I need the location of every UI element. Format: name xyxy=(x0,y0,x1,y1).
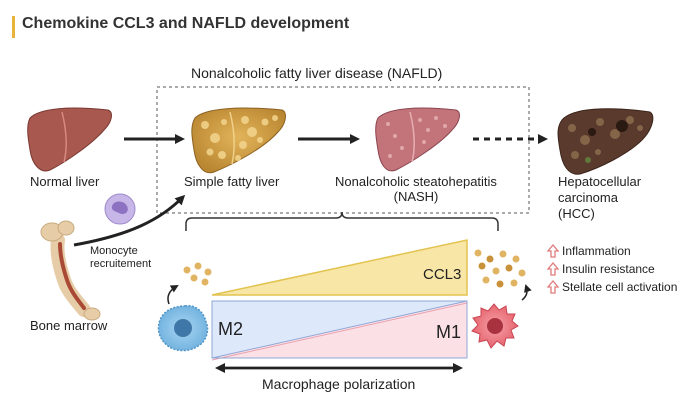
monocyte-label-line2: recruitement xyxy=(90,258,152,270)
polarization-label: Macrophage polarization xyxy=(262,376,416,392)
nash-label-line1: Nonalcoholic steatohepatitis xyxy=(335,174,497,189)
hcc-label-line3: (HCC) xyxy=(558,206,595,221)
hcc-label: Hepatocellular carcinoma (HCC) xyxy=(558,174,641,222)
normal-liver-label: Normal liver xyxy=(30,174,100,189)
normal-liver-icon xyxy=(27,107,112,172)
nash-label: Nonalcoholic steatohepatitis (NASH) xyxy=(326,174,506,204)
m2-label: M2 xyxy=(218,319,244,339)
effect-arrow-icons xyxy=(546,243,560,294)
bracket xyxy=(185,211,499,231)
fatty-liver-label: Simple fatty liver xyxy=(184,174,280,189)
fatty-liver-icon xyxy=(191,107,286,174)
bone-marrow-label: Bone marrow xyxy=(30,318,108,333)
up-arrow-icon xyxy=(546,261,560,276)
figure-title: Chemokine CCL3 and NAFLD development xyxy=(22,15,350,32)
monocyte-recruitment-arrow xyxy=(73,194,186,247)
hcc-label-line2: carcinoma xyxy=(558,190,618,205)
title-accent-bar xyxy=(12,16,15,38)
up-arrow-icon xyxy=(546,243,560,258)
monocyte-icon xyxy=(104,193,136,225)
m2-secretion-arrow xyxy=(167,285,179,305)
hcc-liver-icon xyxy=(557,108,654,175)
nash-liver-icon xyxy=(375,107,460,172)
monocyte-label: Monocyte recruitement xyxy=(90,245,151,271)
effect-stellate-activation: Stellate cell activation xyxy=(562,280,678,294)
monocyte-label-line1: Monocyte xyxy=(90,245,138,257)
effect-inflammation: Inflammation xyxy=(562,244,631,258)
ccl3-label: CCL3 xyxy=(423,266,462,283)
nash-label-line2: (NASH) xyxy=(393,189,439,204)
ccl3-dots-left xyxy=(183,262,212,286)
effect-insulin-resistance: Insulin resistance xyxy=(562,262,655,276)
m1-macrophage-icon xyxy=(471,303,519,349)
m1-secretion-arrow xyxy=(521,284,532,301)
ccl3-dots-right xyxy=(474,249,526,288)
m1-label: M1 xyxy=(436,322,462,342)
ccl3-gradient-wedge xyxy=(211,239,468,296)
bone-marrow-icon xyxy=(40,220,101,321)
up-arrow-icon xyxy=(546,279,560,294)
m2-macrophage-icon xyxy=(157,304,209,352)
nafld-dashed-box xyxy=(156,86,530,214)
nafld-label: Nonalcoholic fatty liver disease (NAFLD) xyxy=(191,65,443,81)
hcc-label-line1: Hepatocellular xyxy=(558,174,642,189)
